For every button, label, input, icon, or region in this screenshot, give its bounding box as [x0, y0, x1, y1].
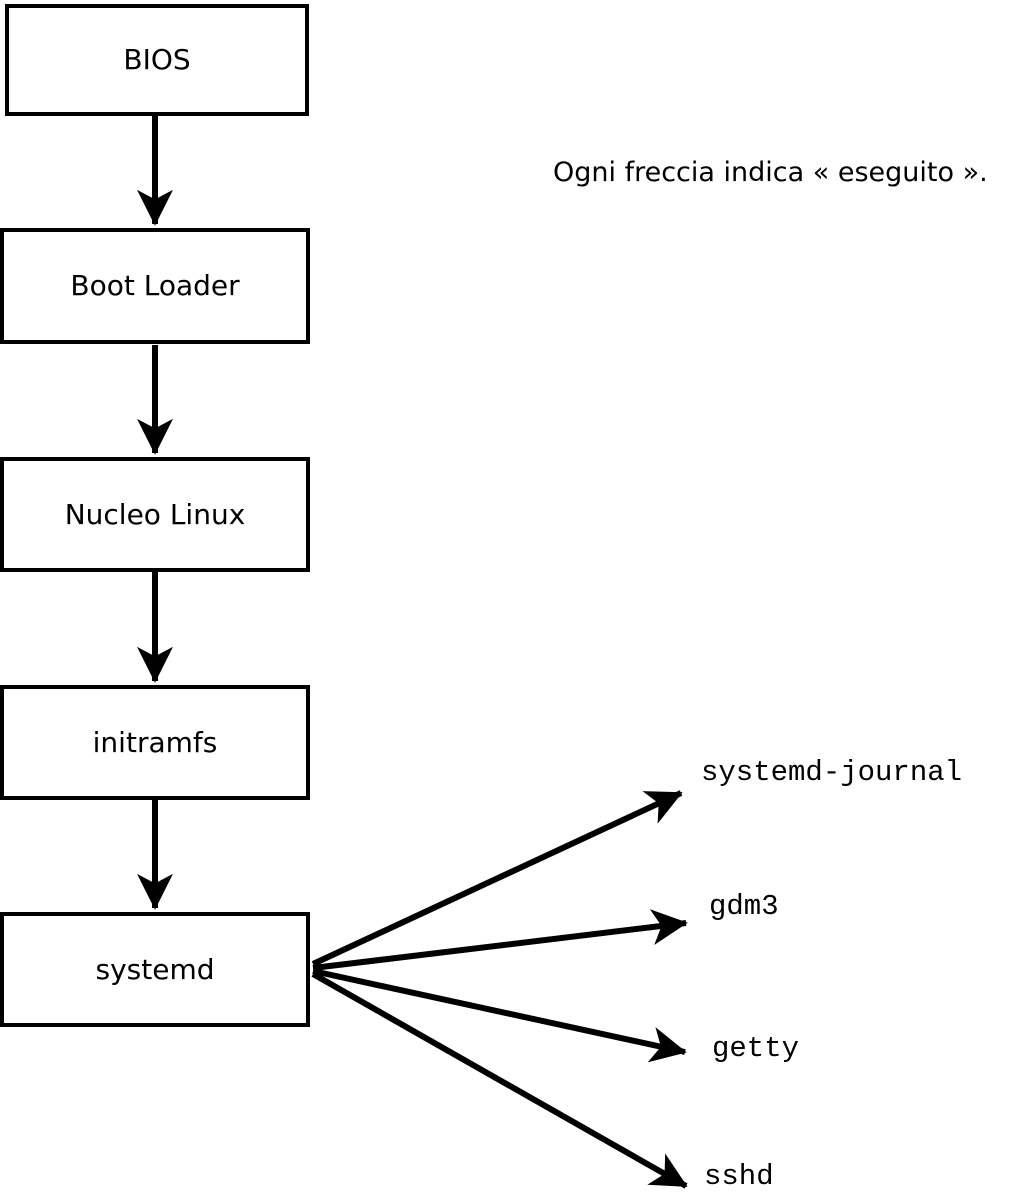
node-initramfs: initramfs [0, 685, 310, 800]
arrow-systemd-to-systemd-journal [311, 790, 683, 967]
target-label-gdm3: gdm3 [709, 890, 779, 923]
target-label-getty: getty [712, 1032, 800, 1065]
node-systemd-label: systemd [95, 952, 215, 986]
node-nucleo-linux: Nucleo Linux [0, 457, 310, 572]
node-nucleo-linux-label: Nucleo Linux [64, 497, 246, 531]
node-bios-label: BIOS [123, 43, 191, 76]
node-systemd: systemd [0, 912, 310, 1027]
target-label-systemd-journal: systemd-journal [701, 756, 963, 789]
node-bios: BIOS [5, 4, 309, 116]
arrow-systemd-to-getty [312, 968, 687, 1063]
node-initramfs-label: initramfs [92, 725, 218, 759]
arrow-systemd-to-sshd [311, 971, 688, 1189]
arrow-systemd-to-gdm3 [312, 909, 688, 971]
target-label-sshd: sshd [704, 1160, 774, 1193]
node-boot-loader-label: Boot Loader [70, 269, 240, 302]
node-boot-loader: Boot Loader [0, 228, 310, 344]
caption-legend: Ogni freccia indica « eseguito ». [553, 157, 988, 188]
